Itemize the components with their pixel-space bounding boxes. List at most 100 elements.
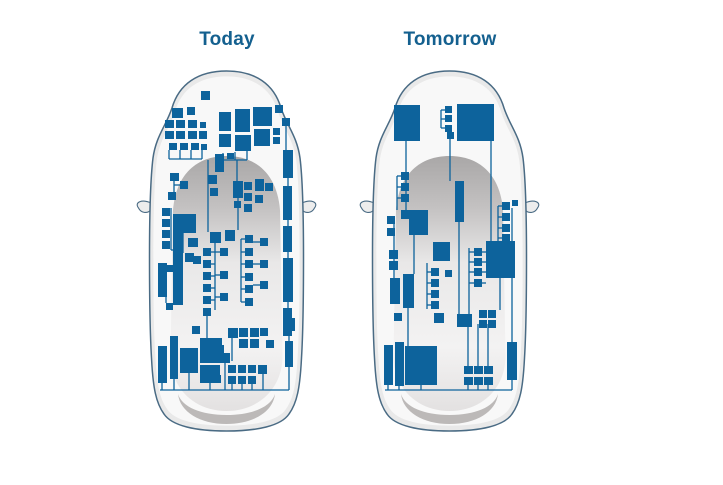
ecu-block [228,328,238,338]
ecu-block [387,216,395,224]
wiring-harness [385,109,513,391]
ecu-block [265,183,273,191]
ecu-block [215,154,224,172]
ecu-block [394,313,402,321]
ecu-block [273,128,280,135]
ecu-block [266,340,274,348]
ecu-block [173,214,196,233]
ecu-block [201,144,207,150]
ecu-block [188,131,197,139]
ecu-blocks [158,91,295,384]
ecu-block [168,192,176,200]
ecu-block [162,219,170,227]
ecu-block [162,208,170,216]
ecu-block [193,256,201,264]
ecu-block [283,186,292,220]
ecu-block [455,181,464,222]
ecu-block [405,346,437,385]
ecu-block [166,265,173,272]
ecu-block [227,153,234,159]
ecu-block [457,314,472,327]
side-mirror-right [301,200,317,213]
ecu-block [431,268,439,276]
ecu-block [220,293,228,301]
ecu-block [255,179,264,191]
ecu-block [173,233,183,305]
ecu-block [260,281,268,289]
ecu-block [502,202,510,210]
ecu-block [502,213,510,221]
tomorrow-title: Tomorrow [403,29,497,50]
ecu-block [187,107,195,115]
ecu-block [180,143,188,150]
ecu-block [220,353,230,363]
ecu-block [203,272,211,280]
rear-window-band [401,394,498,424]
ecu-block [162,230,170,238]
ecu-block [464,377,473,385]
ecu-block [488,310,496,318]
ecu-block [248,365,256,373]
ecu-block [283,150,293,178]
ecu-block [282,118,290,126]
ecu-block [248,376,256,384]
car-top-view-today [136,70,317,432]
ecu-block [389,261,398,270]
ecu-block [431,279,439,287]
ecu-block [250,328,259,337]
ecu-block [474,377,483,385]
ecu-block [245,285,253,293]
ecu-block [474,258,482,266]
ecu-block [457,104,494,141]
ecu-block [180,348,198,373]
car-outline [371,70,528,432]
ecu-blocks [384,104,518,386]
ecu-block [283,258,293,302]
ecu-block [176,120,185,128]
ecu-block [228,365,236,373]
ecu-block [390,278,400,304]
ecu-block [258,365,267,374]
ecu-block [203,260,211,268]
ecu-block [283,226,292,252]
ecu-block [219,134,231,147]
ecu-block [158,263,167,297]
ecu-block [238,365,246,373]
side-mirror-left [136,200,152,213]
ecu-block [192,326,200,334]
ecu-block [445,115,452,122]
ecu-block [244,193,252,201]
ecu-block [254,129,270,146]
car-top-view-tomorrow [359,70,540,432]
ecu-block [225,230,235,241]
ecu-block [394,105,420,141]
ecu-block [273,137,280,144]
ecu-block [431,301,439,309]
ecu-block [401,194,409,202]
ecu-block [199,131,207,139]
ecu-block [188,120,197,128]
ecu-block [260,260,268,268]
ecu-block [285,318,295,331]
ecu-block [210,188,218,196]
ecu-block [474,248,482,256]
ecu-block [409,210,428,235]
ecu-block [213,375,221,383]
ecu-block [170,173,179,181]
ecu-block [507,342,517,380]
ecu-block [208,175,217,184]
ecu-block [188,238,198,247]
ecu-block [245,273,253,281]
ecu-block [445,270,452,277]
ecu-block [445,106,452,113]
ecu-block [447,132,454,139]
ecu-block [228,376,236,384]
ecu-block [484,377,493,385]
ecu-block [220,248,228,256]
ecu-block [445,125,452,132]
ecu-block [401,210,410,219]
ecu-block [403,274,414,308]
ecu-block [203,248,211,256]
ecu-block [433,242,450,261]
